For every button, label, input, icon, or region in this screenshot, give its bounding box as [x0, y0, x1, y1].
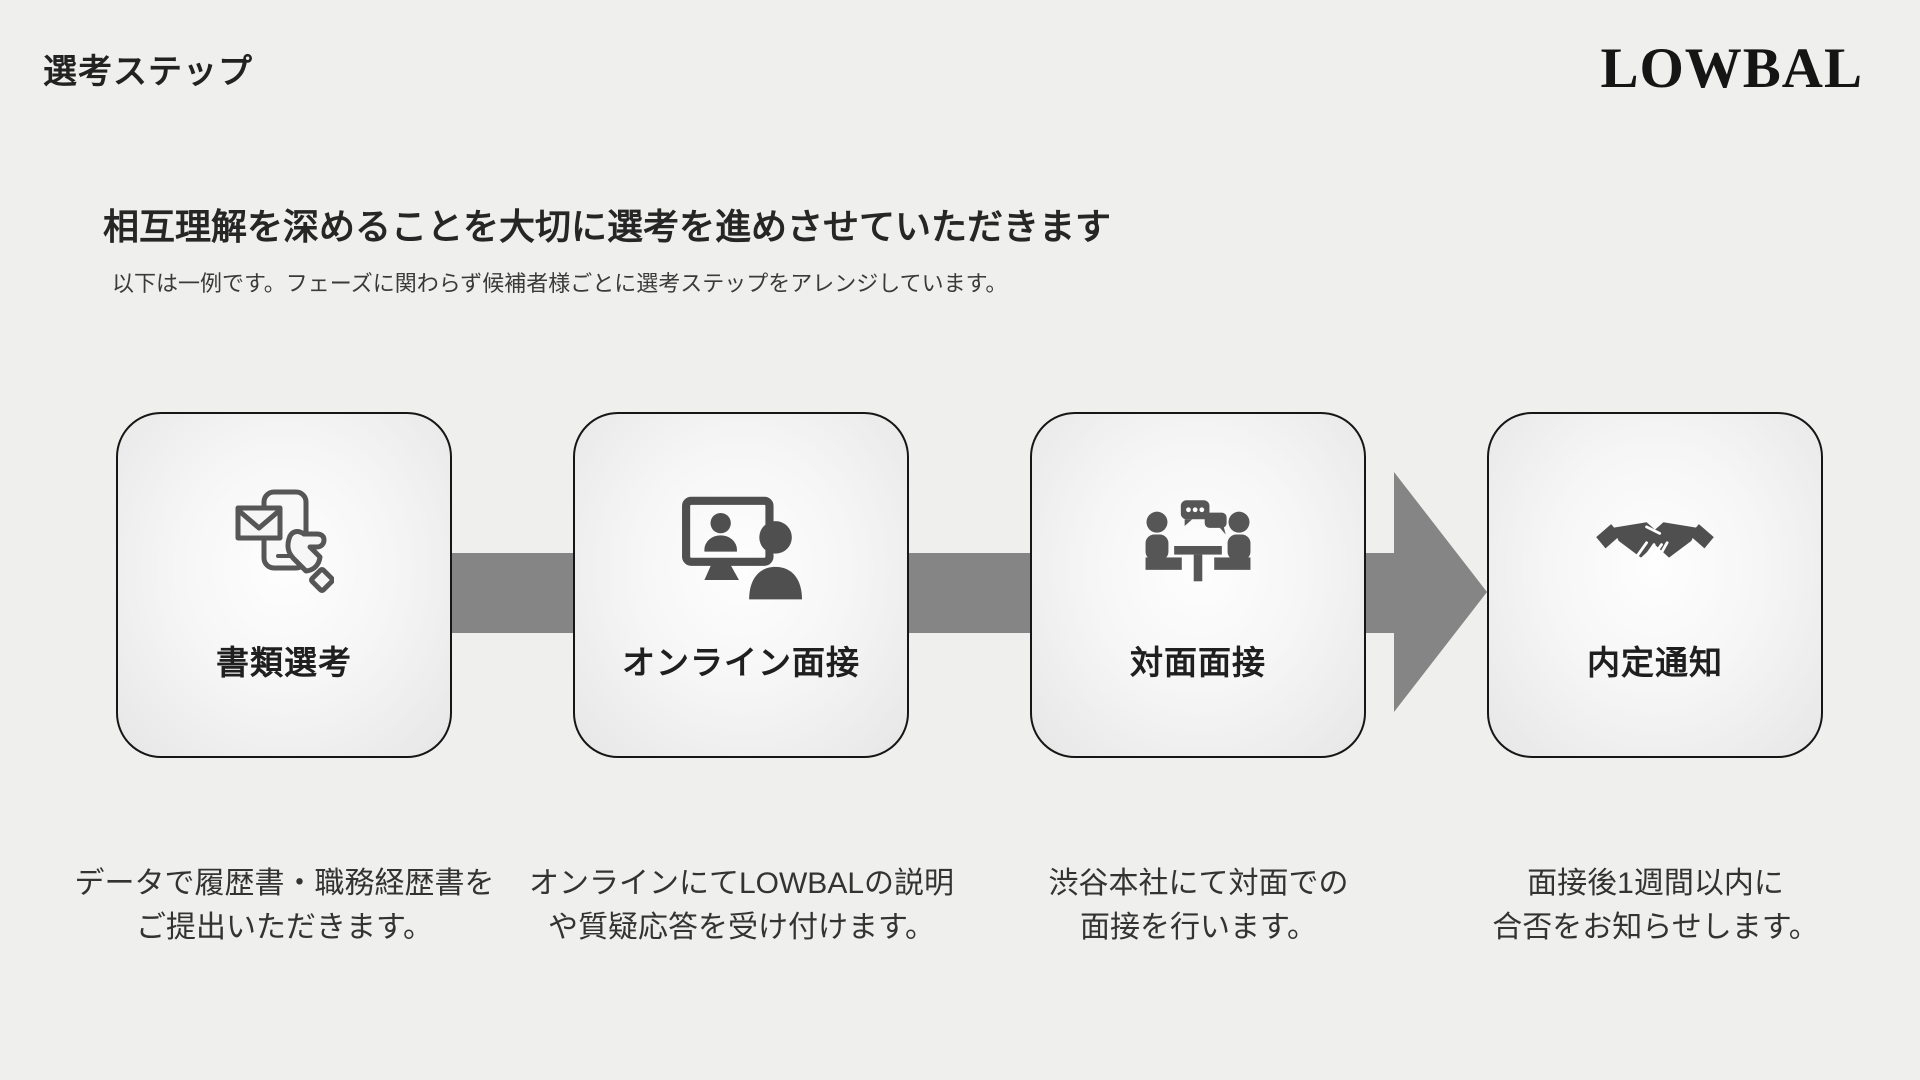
intro-subheading: 以下は一例です。フェーズに関わらず候補者様ごとに選考ステップをアレンジしています… [112, 271, 1008, 296]
online-meeting-icon [575, 476, 907, 616]
connector-arrow-head [1394, 472, 1487, 712]
phone-mail-icon [118, 476, 450, 616]
step-card-online-interview: オンライン面接 [573, 412, 909, 758]
step-description: データで履歴書・職務経歴書を ご提出いただきます。 [74, 867, 495, 944]
step-label: オンライン面接 [622, 644, 860, 681]
intro-heading: 相互理解を深めることを大切に選考を進めさせていただきます [103, 206, 1112, 247]
face-to-face-interview-icon [1032, 476, 1364, 616]
step-description: オンラインにてLOWBALの説明 や質疑応答を受け付けます。 [528, 867, 955, 944]
step-label: 書類選考 [216, 644, 352, 681]
handshake-icon [1489, 476, 1821, 616]
connector-bar-2 [903, 553, 1035, 633]
brand-logo: LOWBAL [1600, 37, 1863, 100]
step-card-document-screening: 書類選考 [116, 412, 452, 758]
steps-row: 書類選考 オンライン面接 [116, 412, 1823, 758]
step-card-in-person-interview: 対面面接 [1030, 412, 1366, 758]
step-label: 対面面接 [1130, 644, 1266, 681]
step-label: 内定通知 [1587, 644, 1723, 681]
page-title: 選考ステップ [43, 53, 253, 91]
step-description: 渋谷本社にて対面での 面接を行います。 [1048, 867, 1349, 944]
connector-arrow-shaft [1360, 553, 1398, 633]
connector-bar-1 [446, 553, 578, 633]
descriptions-row: データで履歴書・職務経歴書を ご提出いただきます。 オンラインにてLOWBALの… [56, 862, 1884, 950]
step-card-offer-notice: 内定通知 [1487, 412, 1823, 758]
step-description: 面接後1週間以内に 合否をお知らせします。 [1492, 867, 1819, 944]
